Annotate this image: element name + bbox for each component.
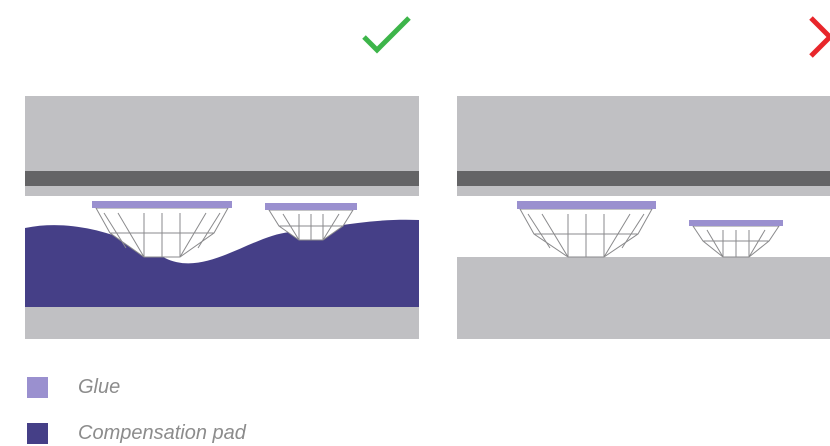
correct-panel bbox=[25, 16, 419, 339]
rail bbox=[457, 171, 830, 186]
crystal-small bbox=[689, 220, 783, 258]
check-icon bbox=[362, 16, 411, 54]
glue-layer bbox=[265, 203, 357, 210]
top-plate bbox=[457, 96, 830, 171]
glue-layer bbox=[689, 220, 783, 226]
glue-swatch bbox=[27, 377, 48, 398]
legend-label: Compensation pad bbox=[78, 422, 246, 444]
glue-layer bbox=[92, 201, 232, 208]
compensation-pad bbox=[25, 219, 419, 307]
incorrect-panel bbox=[457, 16, 830, 339]
cross-icon bbox=[809, 16, 830, 58]
crystal-small bbox=[265, 203, 357, 241]
bottom-plate bbox=[457, 257, 830, 339]
rail bbox=[25, 171, 419, 186]
top-plate-lower bbox=[457, 186, 830, 196]
glue-layer bbox=[517, 201, 656, 209]
compensation-pad-swatch bbox=[27, 423, 48, 444]
bottom-plate bbox=[25, 307, 419, 339]
legend-item-glue: Glue bbox=[27, 376, 120, 399]
top-plate bbox=[25, 96, 419, 171]
legend-item-compensation-pad: Compensation pad bbox=[27, 422, 246, 445]
crystal-large bbox=[92, 201, 232, 258]
legend-label: Glue bbox=[78, 376, 121, 398]
top-plate-lower bbox=[25, 186, 419, 196]
crystal-large bbox=[517, 201, 656, 258]
